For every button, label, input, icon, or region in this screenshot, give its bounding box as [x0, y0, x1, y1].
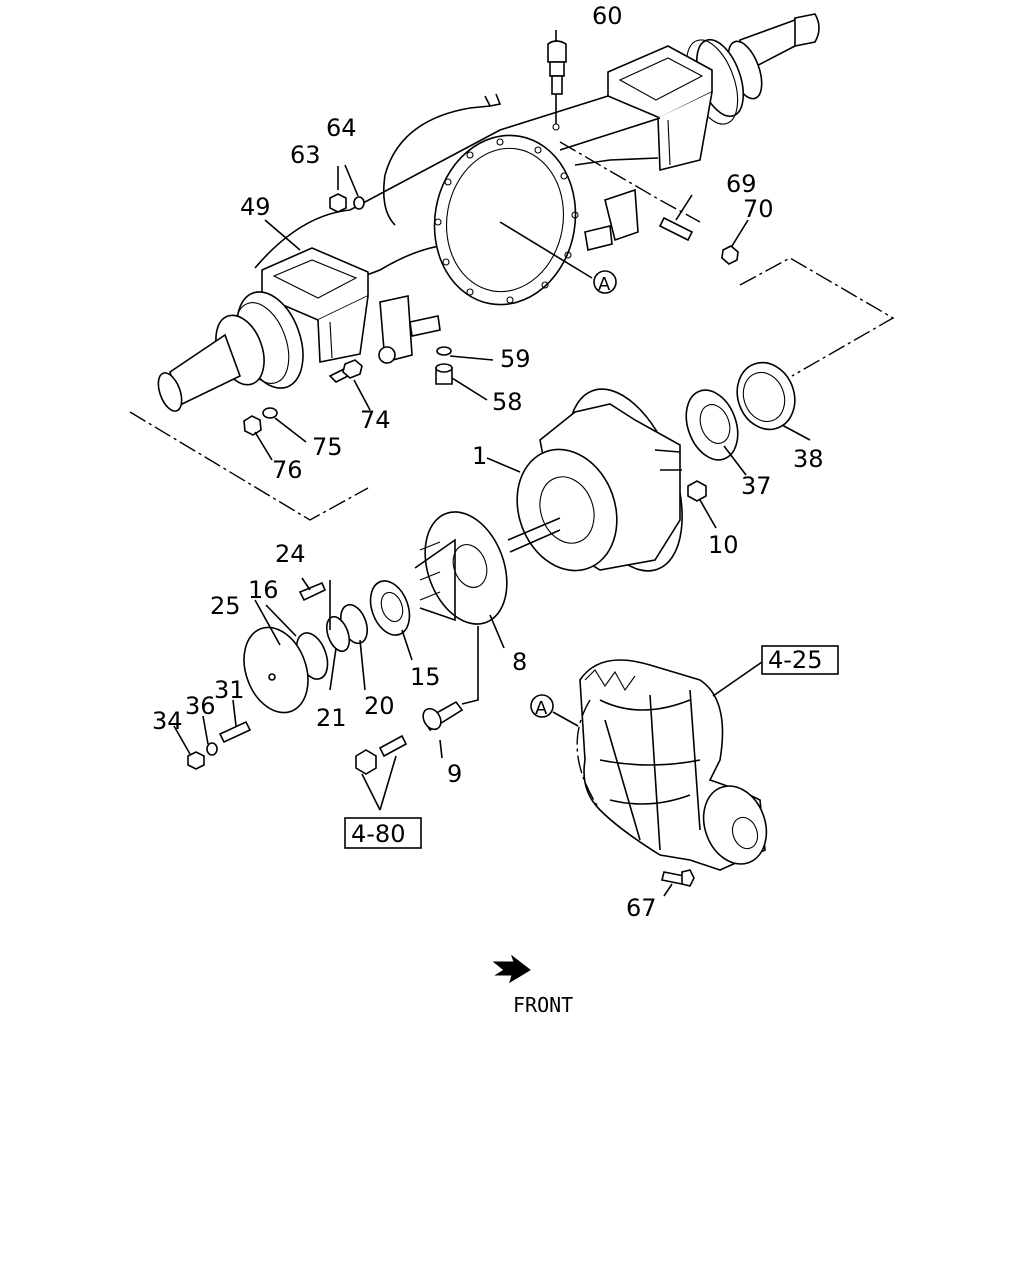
marker-a-housing: A: [593, 270, 617, 295]
callout-1: 1: [472, 442, 487, 470]
callout-59: 59: [500, 345, 531, 373]
marker-a-carrier: A: [530, 694, 554, 719]
callout-labels: 60 64 63 49 69 70 59 58 74 75 76 1 38 37…: [152, 2, 824, 922]
hub-assembly: [187, 361, 796, 775]
callout-15: 15: [410, 663, 441, 691]
front-indicator: FRONT: [492, 954, 573, 1017]
front-label: FRONT: [513, 993, 573, 1017]
differential-carrier: [576, 659, 768, 887]
callout-21: 21: [316, 704, 347, 732]
callout-70: 70: [743, 195, 774, 223]
callout-67: 67: [626, 894, 657, 922]
callout-76: 76: [272, 456, 303, 484]
callout-75: 75: [312, 433, 343, 461]
callout-9: 9: [447, 760, 462, 788]
reference-box-4-80[interactable]: 4-80: [344, 817, 422, 849]
marker-letter: A: [535, 698, 548, 719]
marker-letter: A: [598, 274, 611, 295]
axle-housing: [129, 13, 895, 521]
callout-20: 20: [364, 692, 395, 720]
callout-8: 8: [512, 648, 527, 676]
callout-25: 25: [210, 592, 241, 620]
callout-34: 34: [152, 707, 183, 735]
callout-10: 10: [708, 531, 739, 559]
callout-69: 69: [726, 170, 757, 198]
flange-bolt-holes: [434, 138, 579, 304]
callout-64: 64: [326, 114, 357, 142]
housing-hardware: [243, 40, 739, 436]
front-arrow-icon: [492, 954, 531, 984]
callout-36: 36: [185, 692, 216, 720]
callout-16: 16: [248, 576, 279, 604]
callout-63: 63: [290, 141, 321, 169]
reference-box-4-25[interactable]: 4-25: [761, 645, 839, 675]
callout-31: 31: [214, 676, 245, 704]
callout-38: 38: [793, 445, 824, 473]
reference-label: 4-80: [351, 820, 405, 848]
callout-58: 58: [492, 388, 523, 416]
callout-24: 24: [275, 540, 306, 568]
callout-37: 37: [741, 472, 772, 500]
callout-74: 74: [360, 406, 391, 434]
reference-label: 4-25: [768, 646, 822, 674]
leader-lines: [173, 30, 811, 897]
callout-49: 49: [240, 193, 271, 221]
callout-60: 60: [592, 2, 623, 30]
